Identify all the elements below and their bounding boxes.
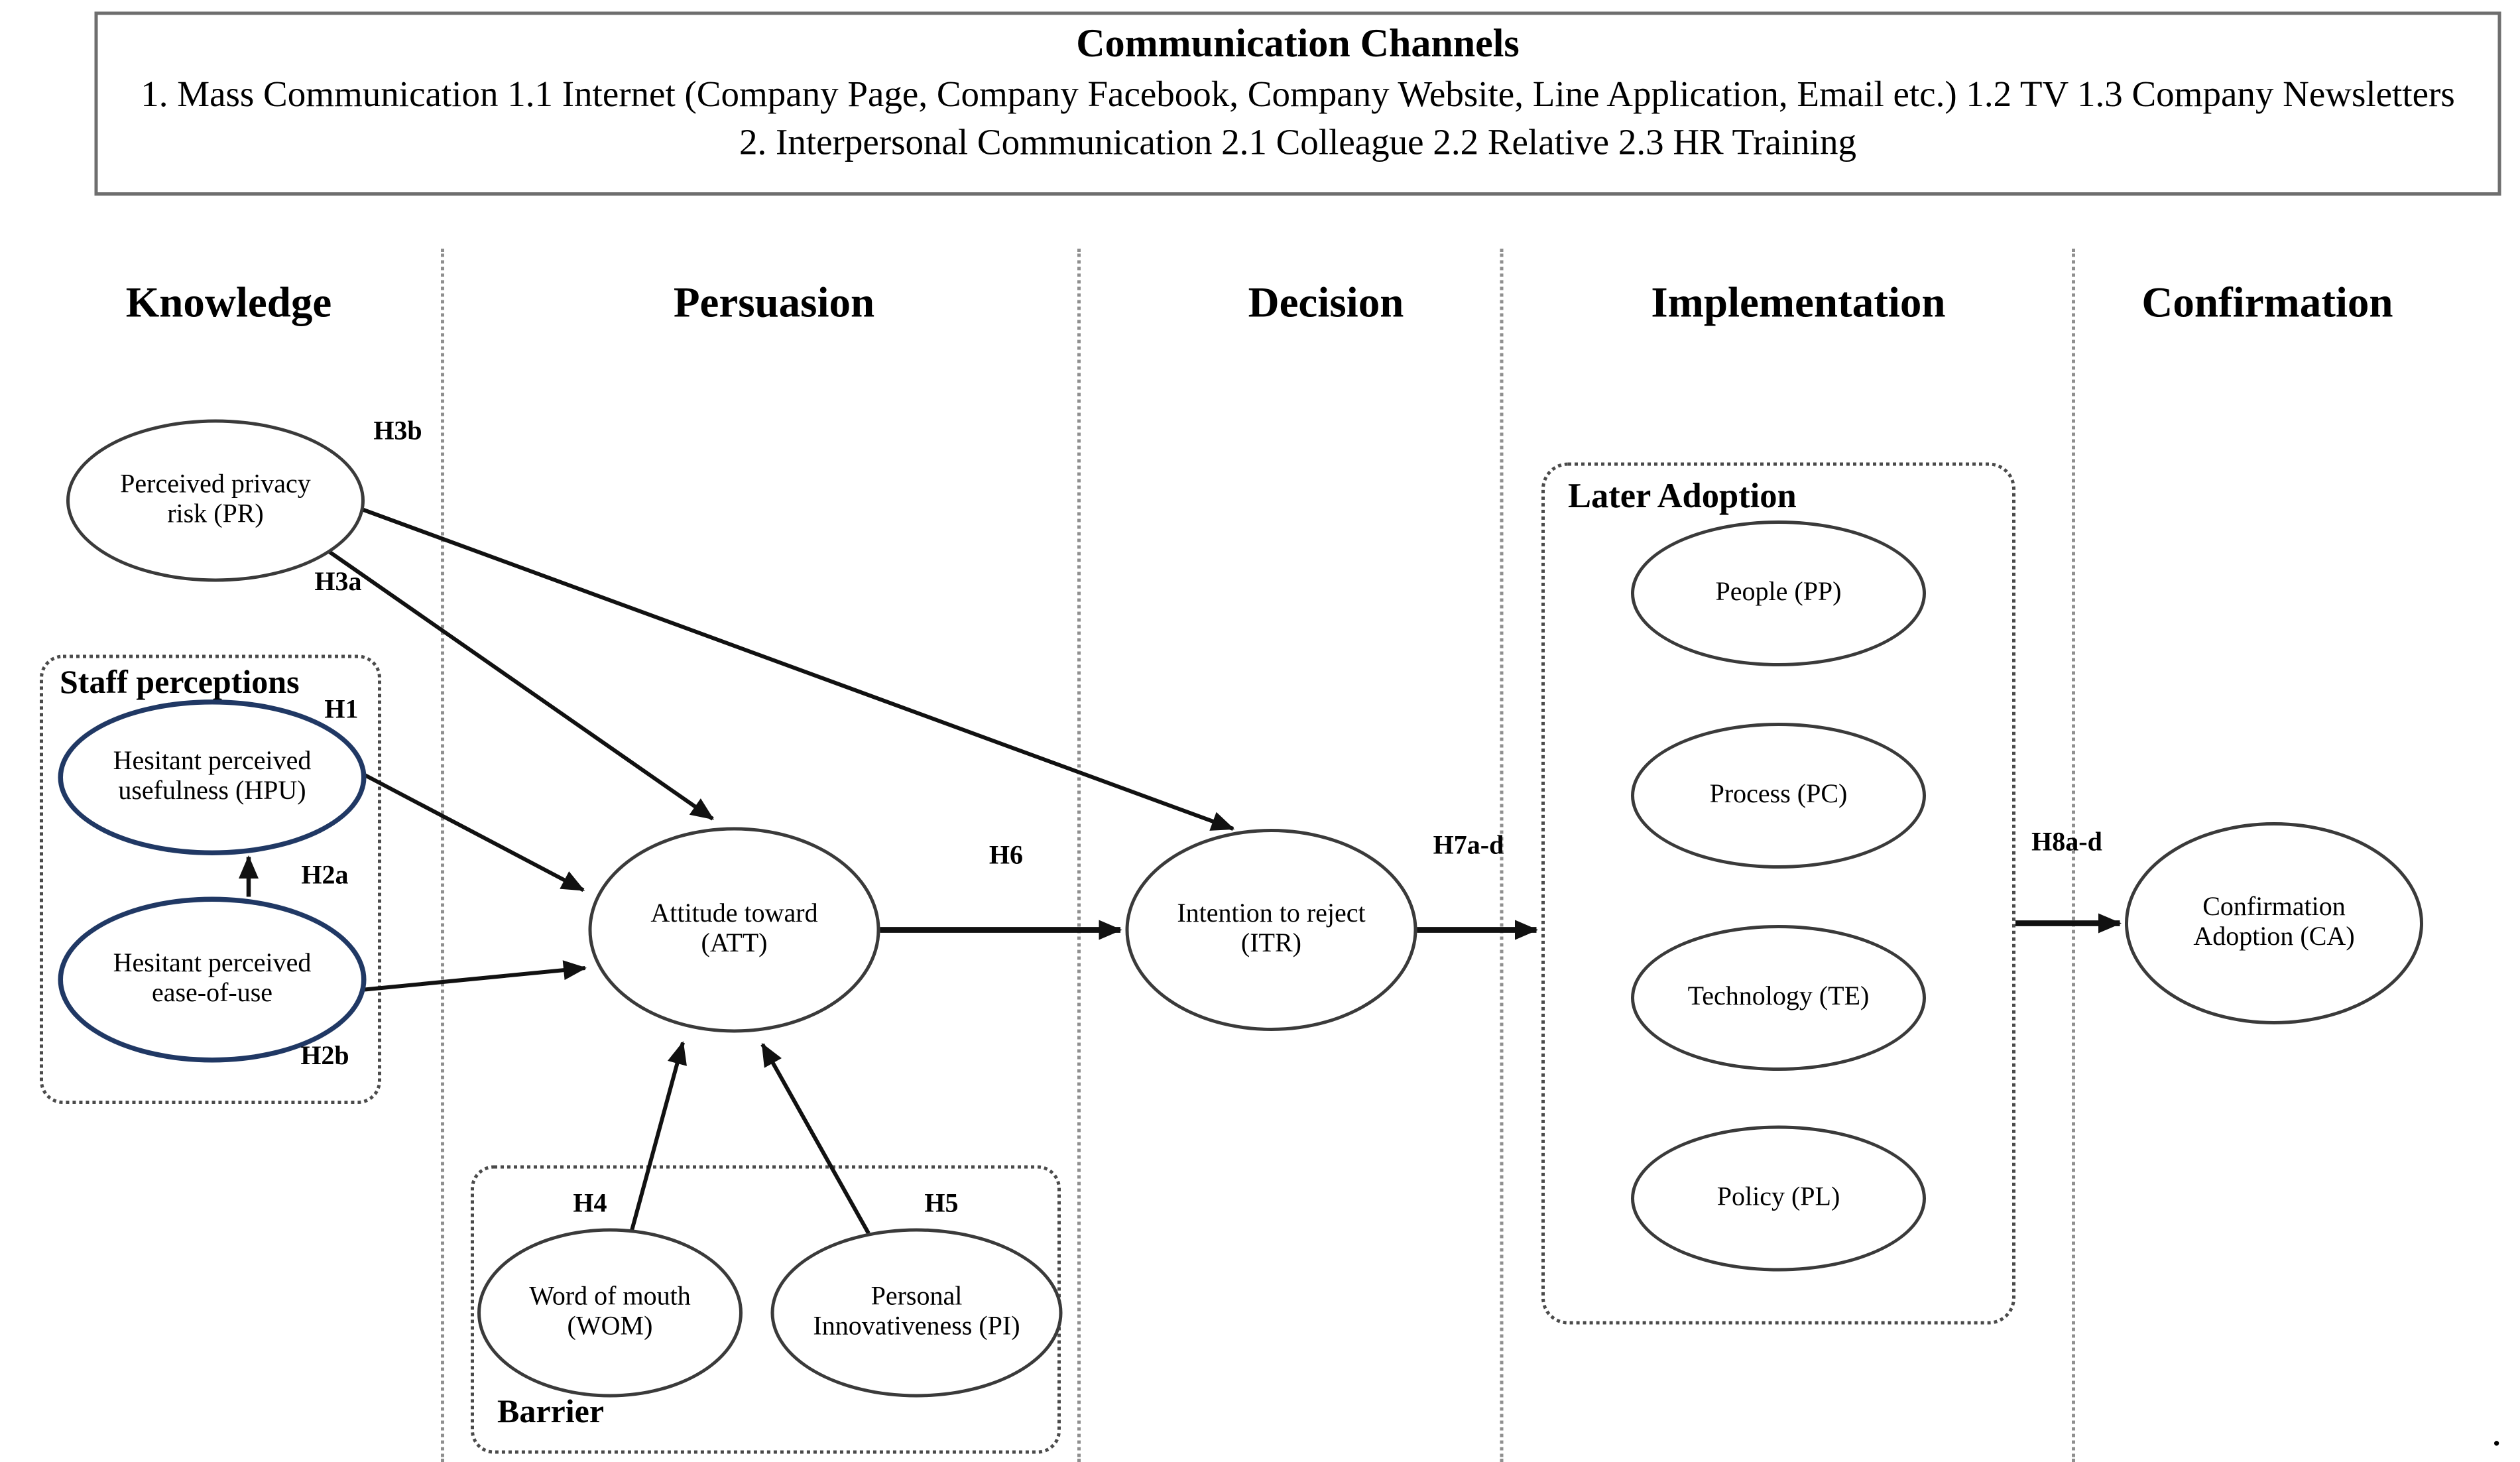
mass-communication-line: 1. Mass Communication 1.1 Internet (Comp… xyxy=(141,73,2455,115)
stage-header-implementation: Implementation xyxy=(1651,278,1946,327)
communication-channels-title: Communication Channels xyxy=(1076,23,1520,66)
trailing-period-dot: . xyxy=(2493,1419,2501,1452)
stage-header-knowledge: Knowledge xyxy=(125,278,332,327)
stage-header-confirmation: Confirmation xyxy=(2141,278,2393,327)
node-hesitant-perceived-ease-of-use: Hesitant perceived ease-of-use xyxy=(58,896,367,1063)
node-technology-label: Technology (TE) xyxy=(1687,983,1870,1011)
barrier-label: Barrier xyxy=(497,1394,605,1431)
stage-header-persuasion: Persuasion xyxy=(673,278,875,327)
interpersonal-communication-line: 2. Interpersonal Communication 2.1 Colle… xyxy=(739,121,1856,163)
node-hesitant-perceived-usefulness-label: Hesitant perceived usefulness (HPU) xyxy=(113,747,312,806)
hypothesis-label-h1: H1 xyxy=(324,696,359,725)
node-confirmation-adoption: Confirmation Adoption (CA) xyxy=(2125,822,2423,1024)
hypothesis-label-h2b: H2b xyxy=(300,1042,349,1071)
node-word-of-mouth: Word of mouth (WOM) xyxy=(477,1228,743,1398)
node-process: Process (PC) xyxy=(1631,723,1926,869)
node-policy: Policy (PL) xyxy=(1631,1125,1926,1272)
node-hesitant-perceived-usefulness: Hesitant perceived usefulness (HPU) xyxy=(58,700,367,855)
staff-perceptions-label: Staff perceptions xyxy=(60,664,300,701)
node-word-of-mouth-label: Word of mouth (WOM) xyxy=(529,1282,691,1341)
hypothesis-label-h5: H5 xyxy=(924,1190,959,1219)
node-attitude-toward-label: Attitude toward (ATT) xyxy=(650,899,818,958)
node-people-label: People (PP) xyxy=(1715,578,1842,607)
hypothesis-label-h3b: H3b xyxy=(373,418,422,446)
arrow-h2b xyxy=(364,960,587,992)
node-attitude-toward: Attitude toward (ATT) xyxy=(588,827,880,1033)
node-confirmation-adoption-label: Confirmation Adoption (CA) xyxy=(2193,892,2355,951)
node-intention-to-reject: Intention to reject (ITR) xyxy=(1125,829,1417,1031)
node-personal-innovativeness-label: Personal Innovativeness (PI) xyxy=(813,1282,1020,1341)
later-adoption-label: Later Adoption xyxy=(1568,475,1797,516)
divider-decision-implementation xyxy=(1500,249,1504,1462)
divider-implementation-confirmation xyxy=(2072,249,2075,1462)
hypothesis-label-h8a-d: H8a-d xyxy=(2031,829,2102,857)
node-personal-innovativeness: Personal Innovativeness (PI) xyxy=(770,1228,1063,1398)
arrow-h3b xyxy=(355,505,1235,831)
node-people: People (PP) xyxy=(1631,520,1926,666)
hypothesis-label-h7a-d: H7a-d xyxy=(1433,832,1504,861)
arrow-h1 xyxy=(362,772,585,892)
stage-header-decision: Decision xyxy=(1248,278,1404,327)
node-perceived-privacy-risk: Perceived privacy risk (PR) xyxy=(66,419,365,582)
divider-persuasion-decision xyxy=(1077,249,1081,1462)
hypothesis-label-h4: H4 xyxy=(573,1190,607,1219)
hypothesis-label-h3a: H3a xyxy=(314,568,362,597)
arrow-h3a xyxy=(324,547,715,821)
node-perceived-privacy-risk-label: Perceived privacy risk (PR) xyxy=(120,470,311,529)
communication-channels-box: Communication Channels 1. Mass Communica… xyxy=(94,11,2501,196)
hypothesis-label-h6: H6 xyxy=(989,842,1024,871)
node-policy-label: Policy (PL) xyxy=(1716,1183,1840,1212)
hypothesis-label-h2a: H2a xyxy=(301,862,349,890)
node-process-label: Process (PC) xyxy=(1709,780,1848,809)
later-adoption-box xyxy=(1541,462,2015,1325)
node-hesitant-perceived-ease-of-use-label: Hesitant perceived ease-of-use xyxy=(113,949,312,1008)
node-intention-to-reject-label: Intention to reject (ITR) xyxy=(1177,899,1366,958)
divider-knowledge-persuasion xyxy=(441,249,444,1462)
node-technology: Technology (TE) xyxy=(1631,925,1926,1071)
